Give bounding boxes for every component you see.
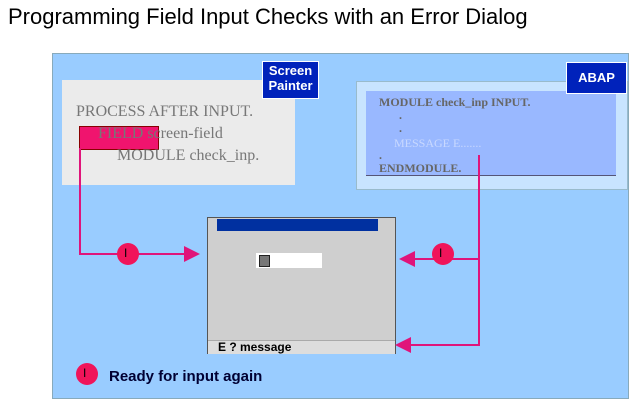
screen-field-input[interactable] <box>256 253 322 268</box>
abap-message-line: MESSAGE E....... <box>394 136 482 150</box>
ready-marker-icon <box>117 243 139 265</box>
status-message: E ? message <box>218 340 292 354</box>
module-line: MODULE check_inp. <box>117 147 260 164</box>
field-highlight <box>79 126 159 150</box>
arrow-to-status <box>395 259 480 353</box>
page-title: Programming Field Input Checks with an E… <box>8 4 528 29</box>
ready-marker-icon <box>432 243 454 265</box>
abap-dot: . <box>399 121 402 135</box>
abap-dot: . <box>399 108 402 122</box>
field-keyword: FIELD <box>98 125 144 142</box>
field-line: FIELD screen-field <box>98 125 223 143</box>
screen-window: E ? message <box>207 217 396 354</box>
abap-endmodule: ENDMODULE. <box>379 161 462 175</box>
arrow-from-abap <box>399 155 480 267</box>
cursor <box>259 255 270 267</box>
tag-line: Painter <box>268 78 313 93</box>
title-bar <box>217 219 378 231</box>
status-bar: E ? message <box>208 340 395 354</box>
marker-label: I <box>124 246 128 260</box>
legend-marker-icon <box>76 363 98 385</box>
abap-code-area <box>366 91 616 176</box>
marker-label: I <box>83 366 87 380</box>
pai-line: PROCESS AFTER INPUT. <box>76 103 254 120</box>
arrow-to-screen <box>79 148 200 262</box>
field-name: screen-field <box>143 125 223 142</box>
marker-label: I <box>439 246 443 260</box>
abap-dot: . <box>379 148 382 162</box>
legend-text: Ready for input again <box>109 368 263 385</box>
abap-module-line: MODULE check_inp INPUT. <box>379 95 531 109</box>
tag-line: Screen <box>268 63 313 78</box>
abap-tag: ABAP <box>566 62 627 94</box>
